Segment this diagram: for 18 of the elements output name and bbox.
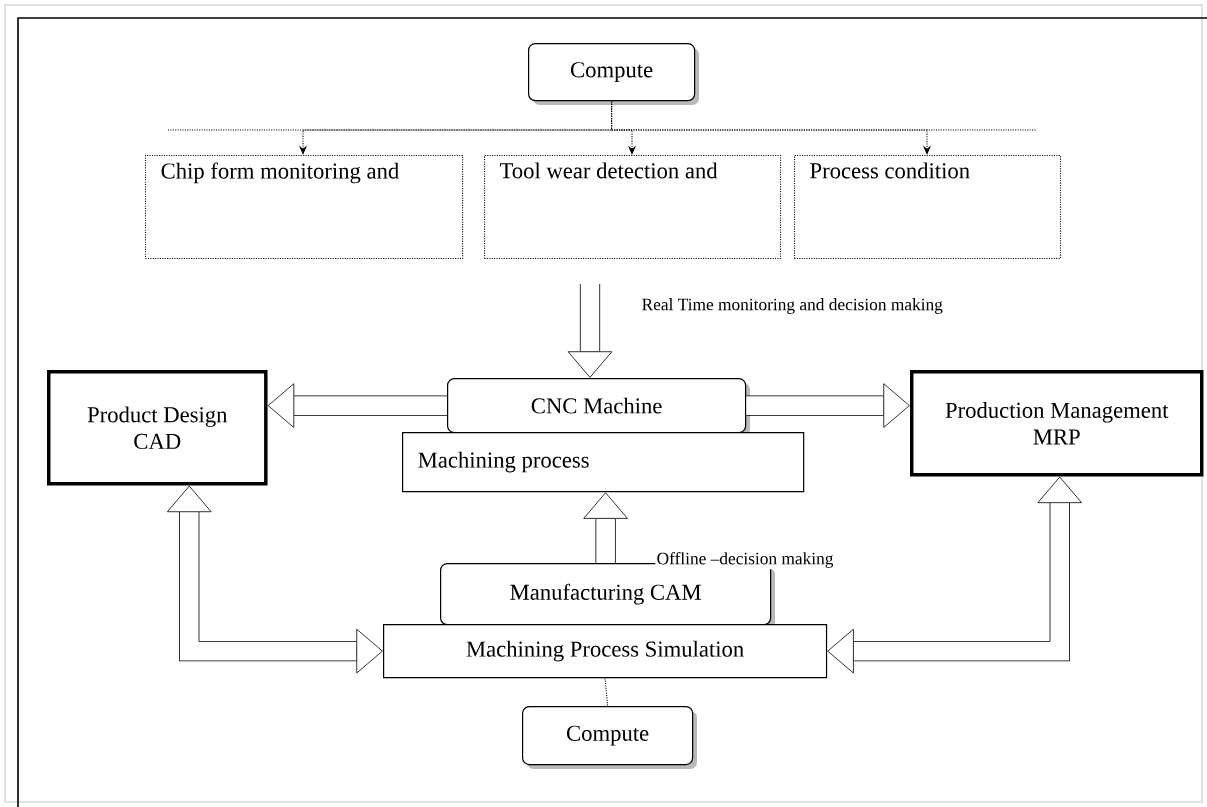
connector-line	[604, 677, 609, 707]
bold-box: Production Management MRP	[910, 370, 1204, 477]
block-arrow	[827, 476, 1082, 674]
dotted-box: Process condition	[794, 155, 1062, 259]
block-arrow	[746, 383, 910, 428]
rounded-box: Compute	[528, 43, 699, 105]
edge-label: Offline –decision making	[657, 552, 834, 568]
block-arrow	[267, 383, 447, 428]
block-arrow	[167, 485, 383, 674]
edge-label: Real Time monitoring and decision making	[642, 298, 943, 314]
dotted-box: Chip form monitoring and	[145, 155, 464, 259]
dotted-box: Tool wear detection and	[484, 155, 782, 259]
arrow	[611, 100, 932, 155]
block-arrow	[583, 492, 628, 563]
rounded-box: Compute	[522, 706, 697, 769]
connector-line	[167, 129, 1038, 131]
block-arrow	[567, 284, 613, 378]
bold-box: Product Design CAD	[47, 370, 268, 486]
